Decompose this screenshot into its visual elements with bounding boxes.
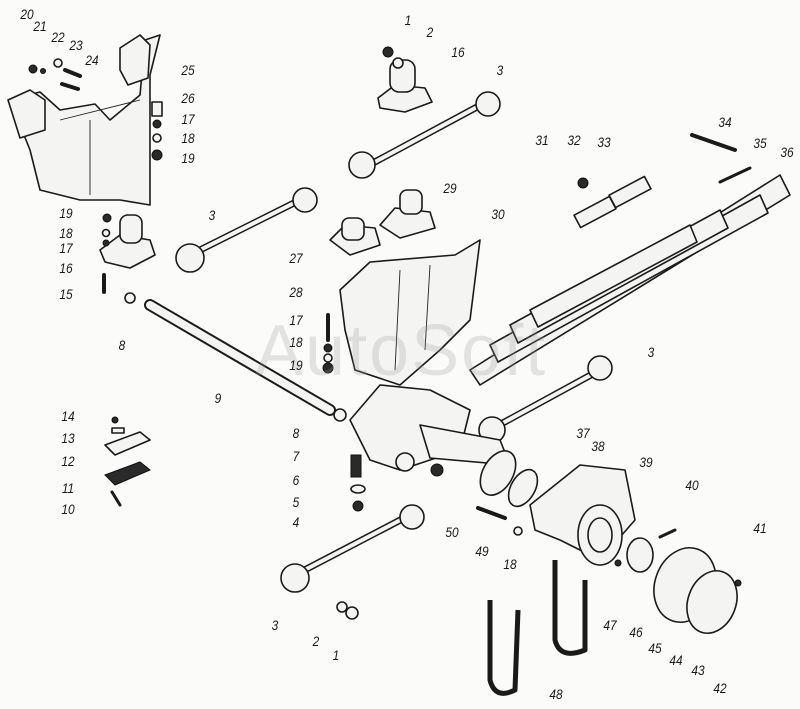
callout-label-3: 3 bbox=[496, 62, 504, 78]
callout-label-8: 8 bbox=[292, 425, 300, 441]
callout-label-45: 45 bbox=[648, 640, 662, 656]
callout-label-24: 24 bbox=[85, 52, 99, 68]
callout-label-19: 19 bbox=[59, 205, 73, 221]
callout-label-34: 34 bbox=[718, 114, 732, 130]
watermark: AutoSoft bbox=[255, 311, 548, 391]
callout-label-26: 26 bbox=[181, 90, 195, 106]
callout-label-41: 41 bbox=[753, 520, 767, 536]
callout-label-7: 7 bbox=[292, 448, 300, 464]
callout-label-49: 49 bbox=[475, 543, 489, 559]
callout-label-17: 17 bbox=[59, 240, 73, 256]
callout-label-36: 36 bbox=[780, 144, 794, 160]
callout-label-50: 50 bbox=[445, 524, 459, 540]
balancer-axle bbox=[124, 292, 347, 422]
callout-label-16: 16 bbox=[59, 260, 73, 276]
fasteners-top-left bbox=[28, 58, 163, 161]
callout-label-18: 18 bbox=[503, 556, 517, 572]
callout-label-46: 46 bbox=[629, 624, 643, 640]
callout-label-23: 23 bbox=[69, 37, 83, 53]
callout-label-48: 48 bbox=[549, 686, 563, 702]
callout-label-31: 31 bbox=[535, 132, 549, 148]
callout-label-2: 2 bbox=[426, 24, 434, 40]
frame-bracket bbox=[7, 34, 161, 206]
callout-label-18: 18 bbox=[59, 225, 73, 241]
callout-label-18: 18 bbox=[181, 130, 195, 146]
callout-label-11: 11 bbox=[61, 480, 75, 496]
right-assembly bbox=[476, 450, 742, 696]
callout-label-44: 44 bbox=[669, 652, 683, 668]
callout-label-19: 19 bbox=[289, 357, 303, 373]
callout-label-2: 2 bbox=[312, 633, 320, 649]
callout-label-38: 38 bbox=[591, 438, 605, 454]
callout-label-19: 19 bbox=[181, 150, 195, 166]
callout-label-8: 8 bbox=[118, 337, 126, 353]
callout-label-3: 3 bbox=[647, 344, 655, 360]
callout-label-18: 18 bbox=[289, 334, 303, 350]
callout-label-3: 3 bbox=[208, 207, 216, 223]
upper-brackets bbox=[329, 189, 436, 256]
reaction-rods bbox=[175, 91, 613, 620]
bearing-bracket-top bbox=[377, 46, 433, 113]
callout-label-12: 12 bbox=[61, 453, 75, 469]
callout-label-33: 33 bbox=[597, 134, 611, 150]
callout-label-6: 6 bbox=[292, 472, 300, 488]
callout-label-4: 4 bbox=[292, 514, 300, 530]
callout-label-42: 42 bbox=[713, 680, 727, 696]
callout-label-43: 43 bbox=[691, 662, 705, 678]
callout-label-15: 15 bbox=[59, 286, 73, 302]
callout-label-14: 14 bbox=[61, 408, 75, 424]
callout-label-17: 17 bbox=[289, 312, 303, 328]
leaf-spring bbox=[469, 133, 791, 386]
callout-label-30: 30 bbox=[491, 206, 505, 222]
callout-label-40: 40 bbox=[685, 477, 699, 493]
callout-label-22: 22 bbox=[51, 29, 65, 45]
balancer-hub bbox=[349, 384, 511, 512]
callout-label-9: 9 bbox=[214, 390, 222, 406]
callout-label-1: 1 bbox=[332, 647, 340, 663]
balancer-bracket bbox=[339, 239, 481, 386]
callout-label-47: 47 bbox=[603, 617, 617, 633]
callout-label-25: 25 bbox=[181, 62, 195, 78]
callout-label-37: 37 bbox=[576, 425, 590, 441]
callout-label-35: 35 bbox=[753, 135, 767, 151]
callout-label-39: 39 bbox=[639, 454, 653, 470]
callout-label-20: 20 bbox=[20, 6, 34, 22]
callout-label-3: 3 bbox=[271, 617, 279, 633]
callout-label-32: 32 bbox=[567, 132, 581, 148]
callout-label-27: 27 bbox=[289, 250, 303, 266]
bearing-bracket-left bbox=[99, 213, 156, 294]
pad-parts bbox=[104, 416, 151, 507]
callout-label-10: 10 bbox=[61, 501, 75, 517]
callout-label-5: 5 bbox=[292, 494, 300, 510]
callout-label-1: 1 bbox=[404, 12, 412, 28]
callout-label-29: 29 bbox=[443, 180, 457, 196]
callout-label-28: 28 bbox=[289, 284, 303, 300]
callout-label-17: 17 bbox=[181, 111, 195, 127]
callout-label-21: 21 bbox=[33, 18, 47, 34]
callout-label-13: 13 bbox=[61, 430, 75, 446]
callout-label-16: 16 bbox=[451, 44, 465, 60]
